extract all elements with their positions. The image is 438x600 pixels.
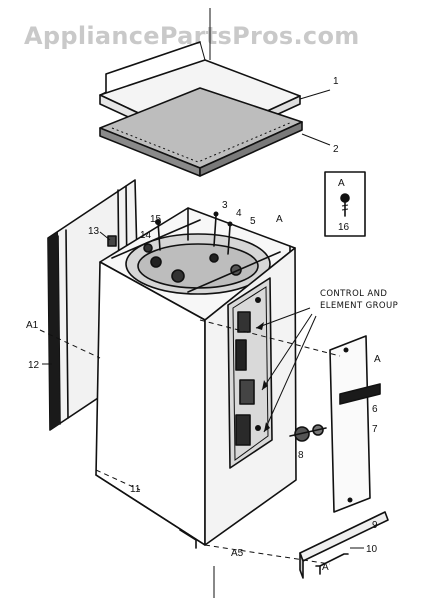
fitting-part-14-15	[143, 219, 161, 253]
callout-1: 1	[333, 76, 339, 87]
insulation-pad-part	[99, 87, 303, 177]
ref-a-top: A	[276, 214, 283, 225]
bottom-rail-part	[299, 511, 389, 579]
dashline-11	[95, 469, 141, 491]
callout-12: 12	[28, 360, 40, 371]
callout-14: 14	[140, 230, 152, 241]
cabinet-body	[95, 207, 297, 549]
callout-3: 3	[222, 200, 228, 211]
label-plate-part	[339, 383, 381, 405]
bracket-part-13	[107, 235, 117, 247]
callout-2: 2	[333, 144, 339, 155]
callout-9: 9	[372, 520, 378, 531]
leader-2	[301, 133, 331, 146]
callout-5: 5	[250, 216, 256, 227]
dashline-a1	[39, 329, 101, 359]
screw-inset-box: A 16	[324, 171, 366, 237]
callout-10: 10	[366, 544, 378, 555]
ref-a-panel: A	[374, 354, 381, 365]
inset-number: 16	[338, 222, 350, 233]
clip-part-10	[315, 553, 349, 575]
inset-letter: A	[338, 178, 345, 189]
ref-a1: A1	[26, 320, 39, 331]
callout-15: 15	[150, 214, 162, 225]
ref-a-bottom: A	[322, 562, 329, 573]
callout-4: 4	[236, 208, 242, 219]
callout-13: 13	[88, 226, 100, 237]
group-label-line1: CONTROL AND	[320, 289, 387, 299]
leader-1	[299, 89, 331, 100]
ref-a5: A5	[231, 548, 244, 559]
knob-part-8	[289, 424, 327, 442]
callout-7: 7	[372, 424, 378, 435]
group-leaders	[255, 307, 317, 433]
screw-icon	[340, 193, 350, 217]
callout-11: 11	[130, 484, 141, 495]
callout-8: 8	[298, 450, 304, 461]
leader-13	[99, 231, 111, 241]
dashline-bottom	[204, 544, 331, 565]
watermark-text: AppliancePartsPros.com	[24, 22, 360, 50]
dashline-top-right	[199, 319, 341, 357]
access-panel-part	[329, 335, 371, 513]
group-label-line2: ELEMENT GROUP	[320, 301, 398, 311]
callout-6: 6	[372, 404, 378, 415]
